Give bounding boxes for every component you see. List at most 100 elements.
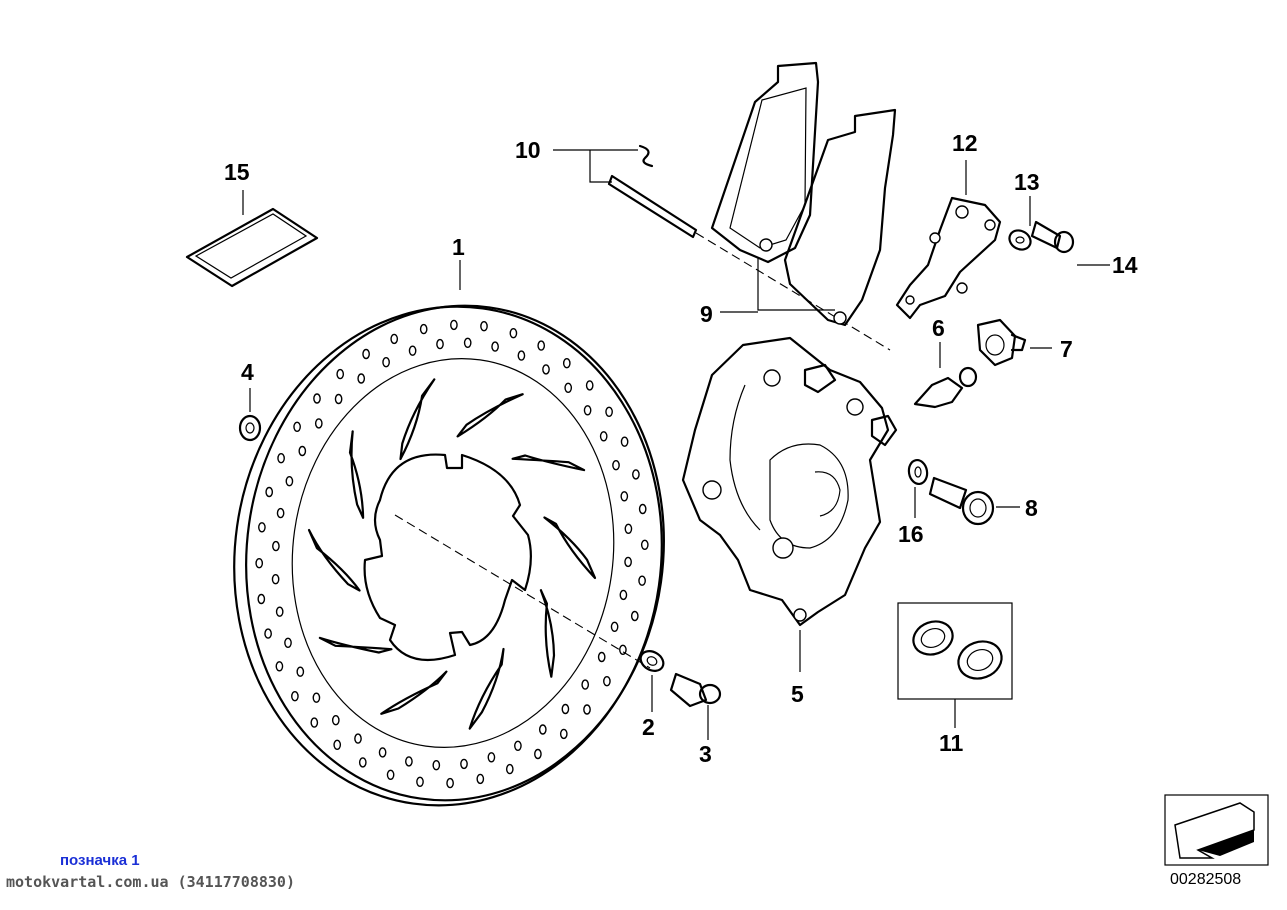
callout-2: 2	[642, 714, 655, 740]
part-4-washer	[238, 388, 262, 442]
disc-hole	[314, 418, 323, 429]
footer-site-text: motokvartal.com.ua (34117708830)	[6, 873, 295, 891]
callout-12: 12	[952, 130, 978, 156]
disc-hole	[293, 421, 301, 432]
disc-hole	[612, 460, 620, 471]
disc-hole	[538, 724, 547, 735]
disc-hole	[272, 540, 280, 552]
disc-hole	[460, 758, 468, 770]
disc-hole	[564, 382, 573, 393]
disc-hole	[620, 491, 629, 502]
disc-hole	[605, 406, 613, 417]
part-2-3-washer-bolt	[394, 514, 722, 740]
disc-hole	[509, 328, 518, 339]
disc-hole	[276, 507, 285, 519]
disc-hole	[275, 606, 284, 617]
callout-14: 14	[1112, 252, 1138, 278]
disc-hole	[354, 733, 362, 744]
disc-hole	[358, 757, 367, 768]
disc-hole	[534, 748, 542, 760]
disc-hole	[432, 760, 441, 771]
disc-hole	[624, 523, 633, 534]
disc-hole	[619, 589, 628, 601]
disc-hole	[480, 321, 488, 332]
disc-hole	[416, 776, 424, 787]
disc-hole	[561, 703, 570, 715]
disc-hole	[630, 610, 639, 622]
disc-hole	[491, 341, 499, 352]
disc-hole	[463, 337, 472, 348]
disc-hole	[603, 676, 611, 687]
disc-hole	[517, 350, 526, 361]
part-16-8-washer-bolt	[907, 458, 1020, 526]
callout-16: 16	[898, 521, 924, 547]
disc-slot	[307, 528, 361, 592]
disc-hole	[585, 380, 594, 391]
disc-hole	[505, 763, 514, 775]
callout-10: 10	[515, 137, 541, 163]
callout-8: 8	[1025, 495, 1038, 521]
disc-hole	[638, 503, 647, 515]
disc-hole	[620, 436, 629, 447]
disc-hole	[581, 679, 590, 690]
callout-13: 13	[1014, 169, 1040, 195]
disc-hole	[638, 575, 646, 586]
disc-hole	[583, 704, 591, 715]
part-6-bleeder-valve	[913, 342, 978, 409]
disc-hole	[310, 717, 319, 728]
disc-slot	[468, 647, 505, 730]
disc-hole	[562, 358, 571, 369]
callout-4: 4	[241, 359, 254, 385]
disc-hole	[487, 752, 496, 763]
disc-hole	[390, 333, 399, 345]
footer-link[interactable]: позначка 1	[60, 852, 140, 869]
disc-holes-outer	[255, 319, 649, 789]
disc-hole	[640, 539, 649, 550]
disc-hole	[378, 747, 387, 758]
part-9-brake-pads	[710, 61, 897, 327]
part-5-brake-caliper	[681, 336, 898, 672]
part-13-14-washer-bolt	[1008, 196, 1110, 266]
disc-hole	[271, 574, 280, 585]
disc-hole	[312, 692, 321, 703]
callout-3: 3	[699, 741, 712, 767]
disc-hole	[334, 393, 343, 405]
disc-hole	[559, 728, 568, 740]
disc-hole	[405, 756, 413, 767]
disc-hole	[386, 769, 395, 780]
disc-hole	[357, 373, 366, 384]
disc-hole	[436, 338, 444, 350]
disc-hole	[257, 593, 266, 605]
disc-hole	[408, 345, 417, 356]
disc-slot	[318, 636, 393, 654]
disc-hole	[599, 431, 608, 442]
disc-hole	[537, 340, 546, 351]
disc-hole	[476, 773, 485, 785]
disc-hole	[333, 739, 342, 750]
disc-hole	[362, 348, 370, 360]
disc-hole	[542, 364, 550, 375]
callout-1: 1	[452, 234, 465, 260]
disc-hole	[450, 319, 458, 331]
disc-hole	[597, 651, 606, 663]
part-10-pin	[553, 144, 891, 351]
part-15-grease-sachet	[185, 190, 319, 288]
part-1-brake-disc	[233, 260, 665, 807]
callout-9: 9	[700, 301, 713, 327]
part-12-bracket	[895, 160, 1002, 320]
disc-hole	[255, 558, 264, 569]
disc-hole	[277, 453, 285, 464]
disc-hole	[610, 621, 619, 632]
disc-hole	[331, 715, 340, 726]
disc-hole	[419, 323, 428, 335]
disc-holes-inner	[271, 337, 633, 771]
disc-slots	[307, 378, 597, 730]
callout-15: 15	[224, 159, 250, 185]
disc-hole	[382, 357, 390, 368]
callout-7: 7	[1060, 336, 1073, 362]
disc-hole	[264, 628, 272, 639]
disc-hole	[313, 393, 321, 404]
disc-hole	[284, 637, 292, 648]
disc-slot	[543, 516, 597, 580]
